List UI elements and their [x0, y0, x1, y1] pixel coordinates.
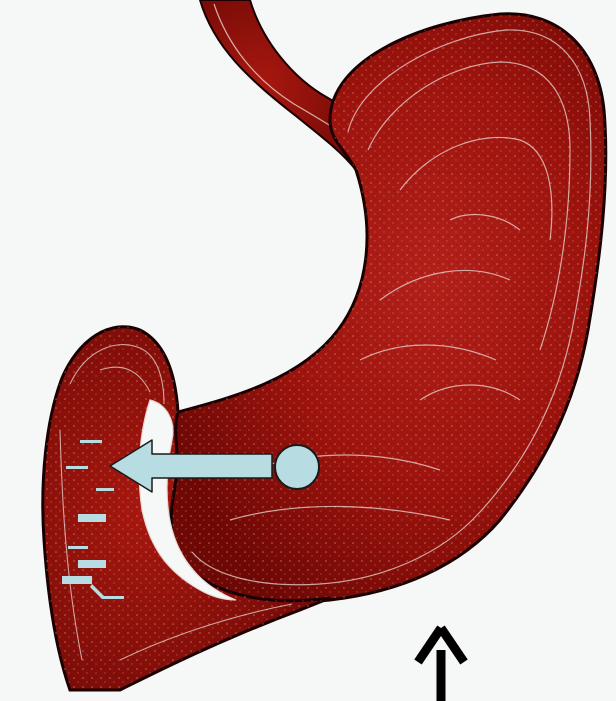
arrow-up-icon: [418, 628, 464, 701]
stomach-texture: [171, 14, 606, 602]
marker-circle-icon: [275, 445, 319, 489]
